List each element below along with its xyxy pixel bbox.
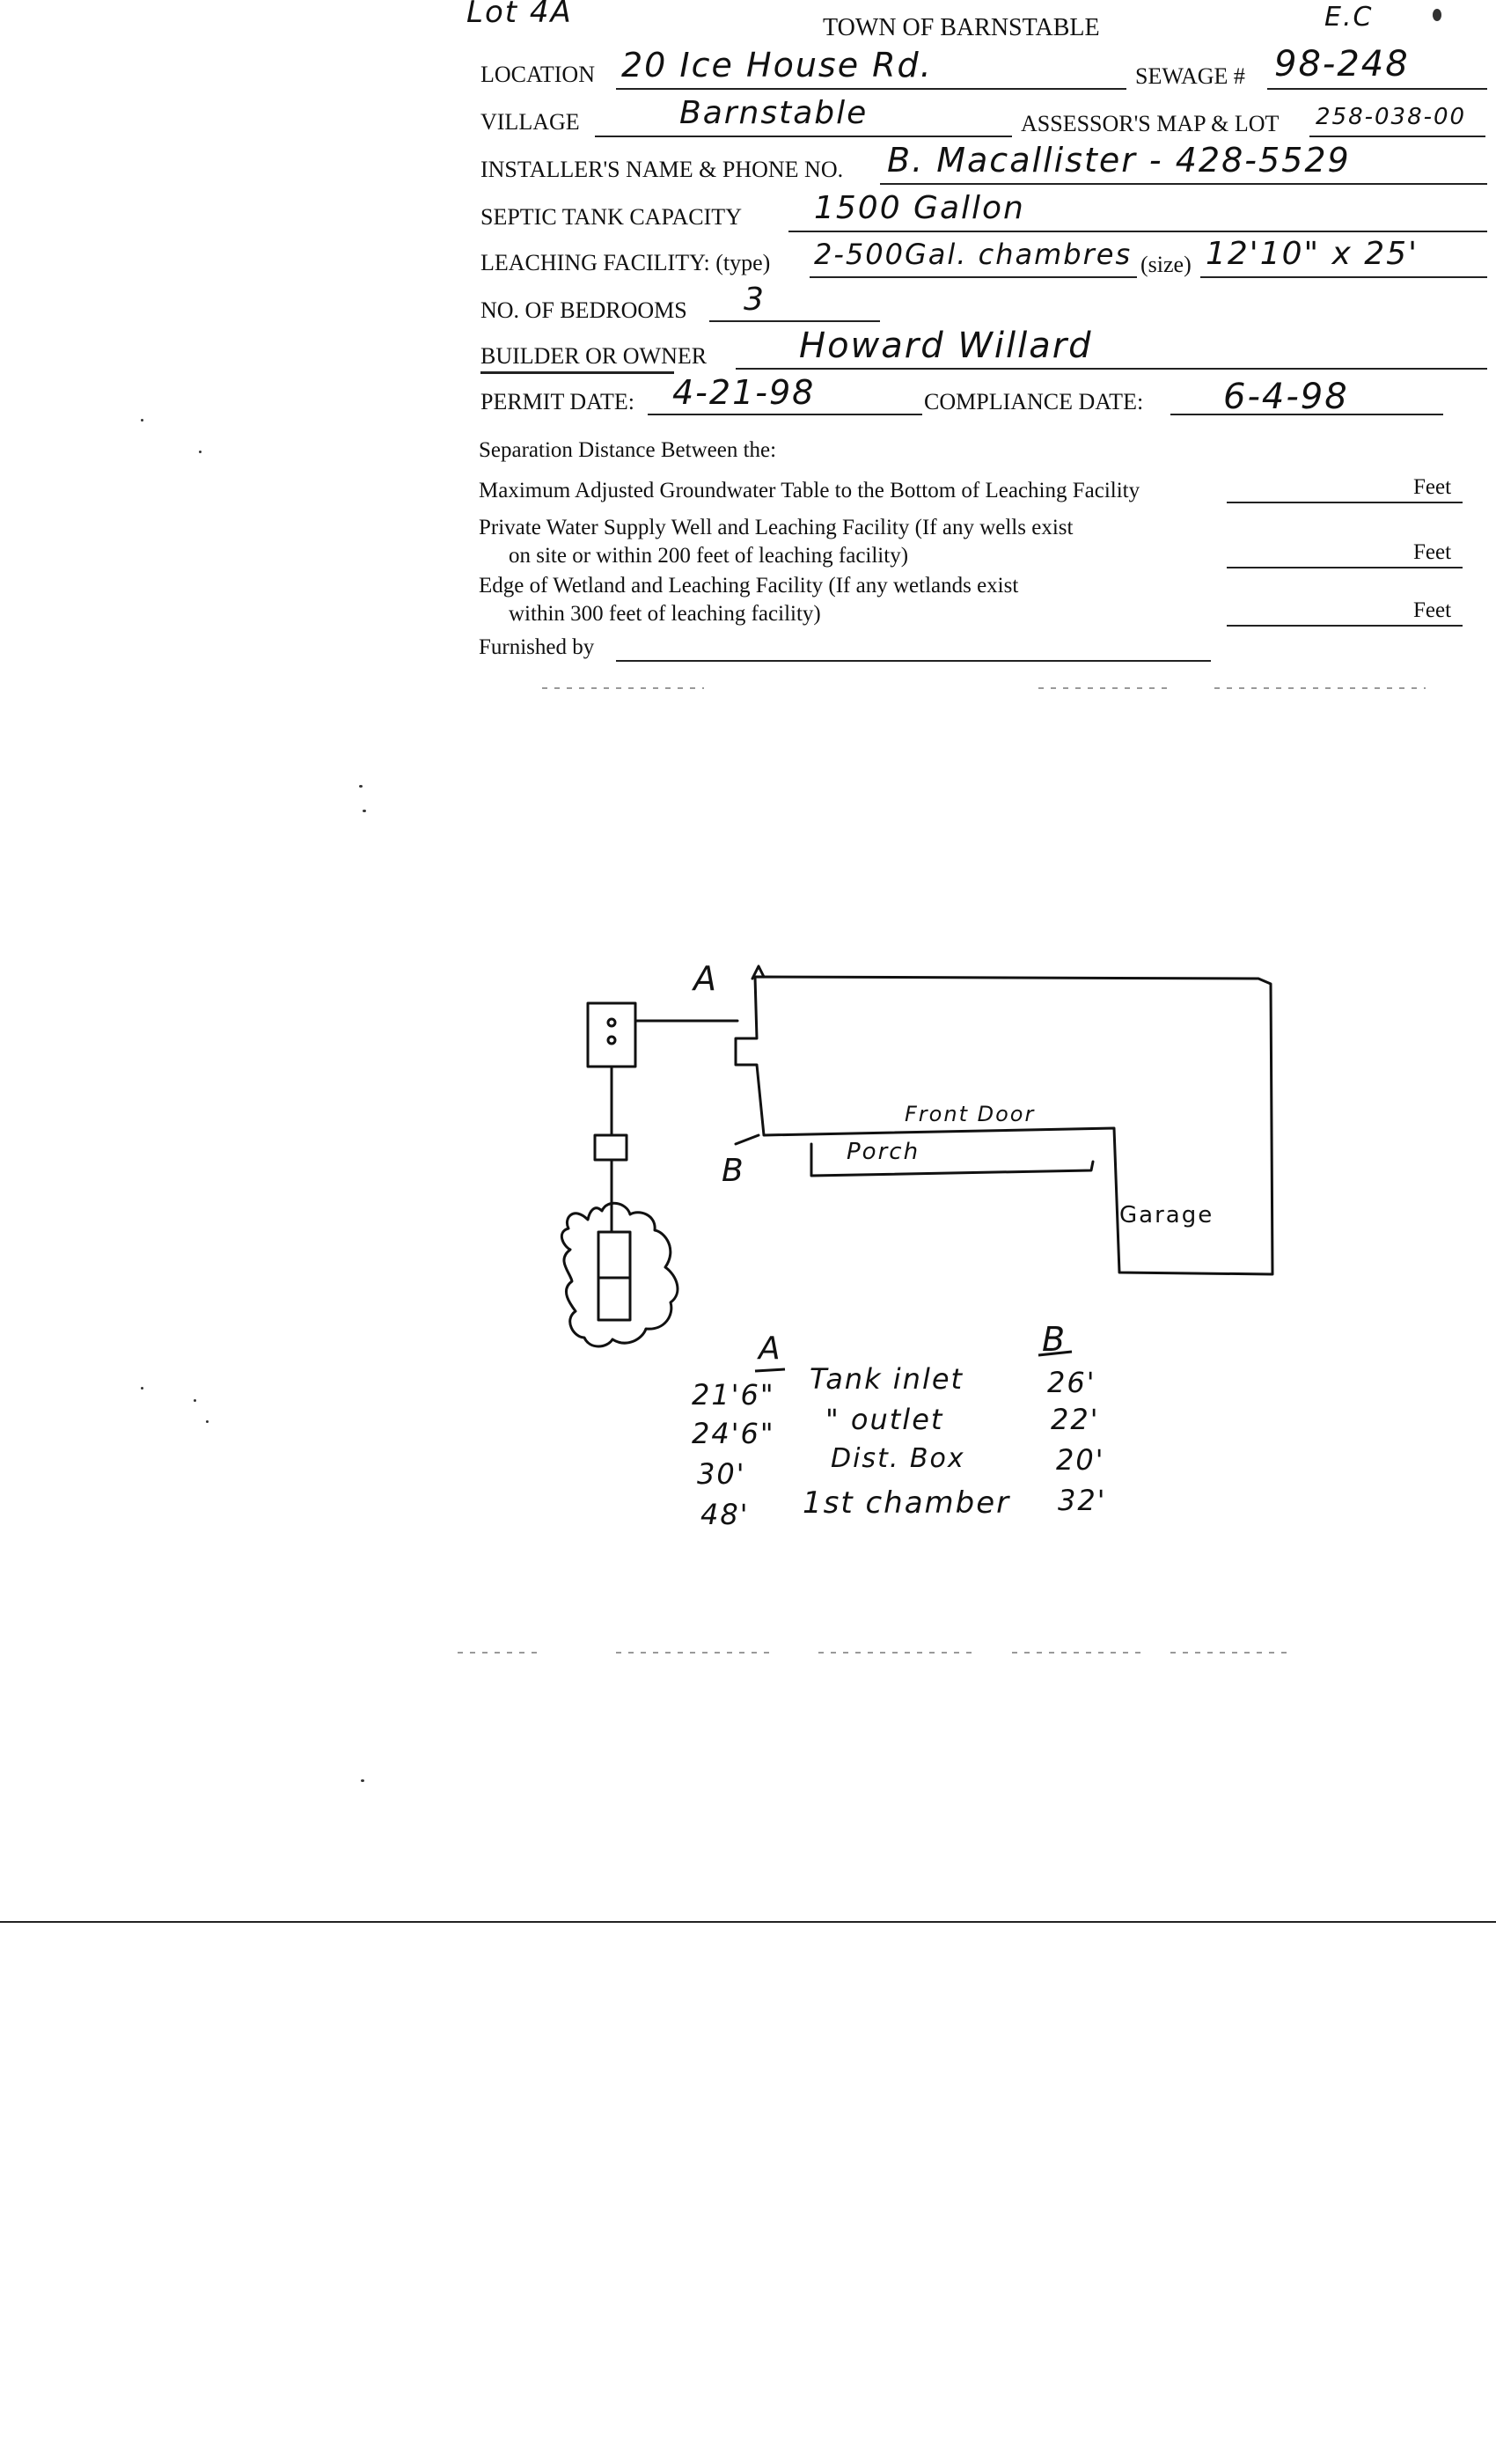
scan-speck (361, 1779, 364, 1782)
scan-speck (359, 785, 363, 788)
installer-line (880, 183, 1487, 185)
measure-item: Dist. Box (831, 1443, 965, 1474)
measure-a-value: 30' (697, 1457, 746, 1491)
village-value: Barnstable (679, 95, 869, 131)
builder-line (736, 368, 1487, 370)
garage-label: Garage (1119, 1202, 1214, 1228)
measure-item: 1st chamber (803, 1485, 1011, 1521)
assessor-value: 258-038-00 (1316, 104, 1467, 130)
measure-a-value: 21'6" (692, 1378, 775, 1412)
scan-speck (194, 1399, 196, 1402)
septic-line (788, 231, 1487, 232)
separation-row-well-2: on site or within 200 feet of leaching f… (509, 544, 909, 568)
assessor-label: ASSESSOR'S MAP & LOT (1021, 111, 1280, 136)
page-title: TOWN OF BARNSTABLE (823, 14, 1100, 41)
separation-row-wetland-2: within 300 feet of leaching facility) (509, 602, 821, 626)
leaching-chamber-1 (597, 1230, 632, 1280)
separation-heading: Separation Distance Between the: (479, 438, 777, 462)
sewage-label: SEWAGE # (1135, 63, 1245, 89)
village-line (595, 136, 1012, 137)
installer-value: B. Macallister - 428-5529 (887, 141, 1351, 180)
leaching-type-value: 2-500Gal. chambres (814, 238, 1133, 271)
wetland-unit: Feet (1413, 598, 1452, 622)
bedrooms-line (709, 320, 880, 322)
permit-value: 4-21-98 (672, 373, 816, 412)
leaching-label: LEACHING FACILITY: (type) (480, 250, 771, 275)
permit-line (648, 414, 922, 415)
assessor-line (1309, 136, 1485, 137)
corner-b-mark (734, 1133, 760, 1146)
compliance-line (1170, 414, 1443, 415)
septic-label: SEPTIC TANK CAPACITY (480, 204, 742, 230)
sketch-label-a: A (693, 959, 718, 998)
tank-outlet-port (606, 1035, 617, 1045)
permit-label: PERMIT DATE: (480, 389, 635, 414)
leaching-chamber-2 (597, 1276, 632, 1322)
location-value: 20 Ice House Rd. (621, 46, 933, 84)
measure-a-value: 24'6" (692, 1417, 775, 1450)
separation-row-well-1: Private Water Supply Well and Leaching F… (479, 516, 1074, 539)
compliance-label: COMPLIANCE DATE: (924, 389, 1144, 414)
measure-item: Tank inlet (810, 1362, 964, 1396)
front-door-label: Front Door (905, 1102, 1036, 1126)
distribution-box (593, 1133, 628, 1162)
scan-speck (363, 810, 366, 812)
builder-label-underline (480, 371, 674, 374)
leaching-size-line (1200, 276, 1487, 278)
sketch-label-b: B (722, 1153, 745, 1189)
installer-label: INSTALLER'S NAME & PHONE NO. (480, 157, 844, 182)
scan-speck (199, 451, 202, 453)
col-a-underline (754, 1368, 786, 1373)
corner-mark (1433, 9, 1441, 21)
location-label: LOCATION (480, 62, 595, 87)
bedrooms-label: NO. OF BEDROOMS (480, 297, 687, 323)
corner-initials: E.C (1324, 2, 1374, 33)
groundwater-line (1227, 502, 1463, 503)
scan-speck (206, 1420, 209, 1423)
corner-a-mark (751, 964, 766, 980)
measure-col-b-header: B (1042, 1320, 1067, 1359)
measure-a-value: 48' (700, 1498, 750, 1531)
septic-value: 1500 Gallon (814, 190, 1025, 226)
well-unit: Feet (1413, 540, 1452, 564)
sewage-line (1267, 88, 1487, 90)
wetland-line (1227, 625, 1463, 627)
septic-tank (586, 1001, 637, 1068)
tank-inlet-port (606, 1017, 617, 1028)
measure-b-value: 32' (1058, 1484, 1107, 1517)
leaching-size-value: 12'10" x 25' (1206, 236, 1419, 272)
furnished-by-line (616, 660, 1211, 662)
compliance-value: 6-4-98 (1223, 377, 1349, 417)
furnished-by-label: Furnished by (479, 635, 595, 659)
leaching-size-label: (size) (1140, 252, 1192, 277)
sewage-value: 98-248 (1274, 44, 1410, 84)
bedrooms-value: 3 (744, 282, 766, 318)
well-line (1227, 567, 1463, 568)
corner-lot-note: Lot 4A (466, 0, 573, 30)
porch-label: Porch (847, 1139, 920, 1165)
builder-label: BUILDER OR OWNER (480, 343, 708, 369)
separation-row-wetland-1: Edge of Wetland and Leaching Facility (I… (479, 574, 1019, 598)
groundwater-unit: Feet (1413, 475, 1452, 499)
measure-b-value: 20' (1056, 1443, 1105, 1477)
measure-item: " outlet (825, 1403, 944, 1436)
builder-value: Howard Willard (799, 326, 1093, 366)
scan-speck (141, 1387, 143, 1390)
measure-b-value: 26' (1047, 1366, 1096, 1399)
measure-b-value: 22' (1051, 1403, 1100, 1436)
scan-speck (141, 419, 143, 422)
separation-row-groundwater: Maximum Adjusted Groundwater Table to th… (479, 479, 1140, 502)
village-label: VILLAGE (480, 109, 580, 135)
stone-surround (560, 1201, 679, 1348)
measure-col-a-header: A (759, 1331, 782, 1367)
location-line (616, 88, 1126, 90)
leaching-type-line (810, 276, 1137, 278)
